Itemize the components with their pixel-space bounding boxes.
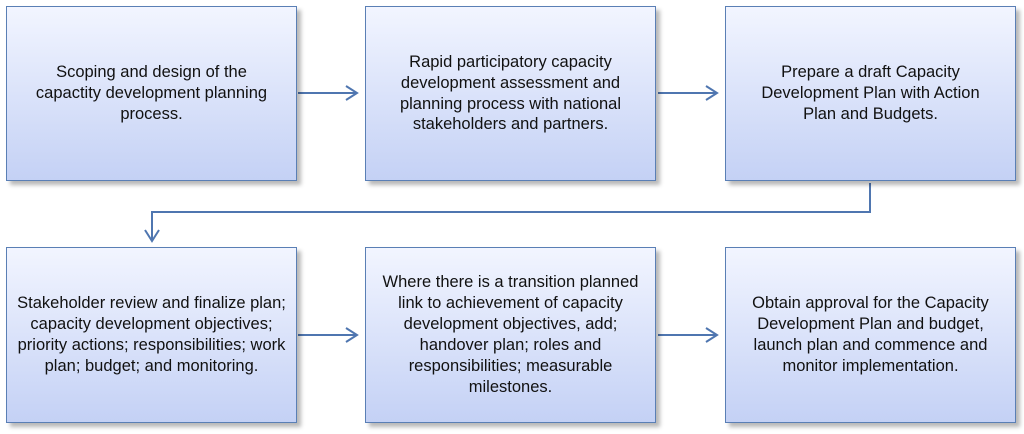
step-2-box: Rapid participatory capacity development… [365,6,656,181]
step-5-text: Where there is a transition planned link… [382,273,639,396]
step-6-text: Obtain approval for the Capacity Develop… [752,294,989,375]
arrow-step1-to-step2 [298,85,359,101]
step-3-text: Prepare a draft Capacity Development Pla… [761,63,980,123]
step-2-text: Rapid participatory capacity development… [399,52,622,134]
arrow-step5-to-step6 [658,327,719,343]
arrow-row1-to-row2-connector [144,183,871,243]
arrow-step2-to-step3 [658,85,719,101]
step-5-box: Where there is a transition planned link… [365,247,656,423]
step-4-text: Stakeholder review and finalize plan; ca… [17,294,286,375]
step-6-box: Obtain approval for the Capacity Develop… [725,247,1016,423]
step-1-text: Scoping and design of the capactity deve… [35,63,268,123]
arrow-step4-to-step5 [298,327,359,343]
step-3-box: Prepare a draft Capacity Development Pla… [725,6,1016,181]
step-1-box: Scoping and design of the capactity deve… [6,6,297,181]
step-4-box: Stakeholder review and finalize plan; ca… [6,247,297,423]
